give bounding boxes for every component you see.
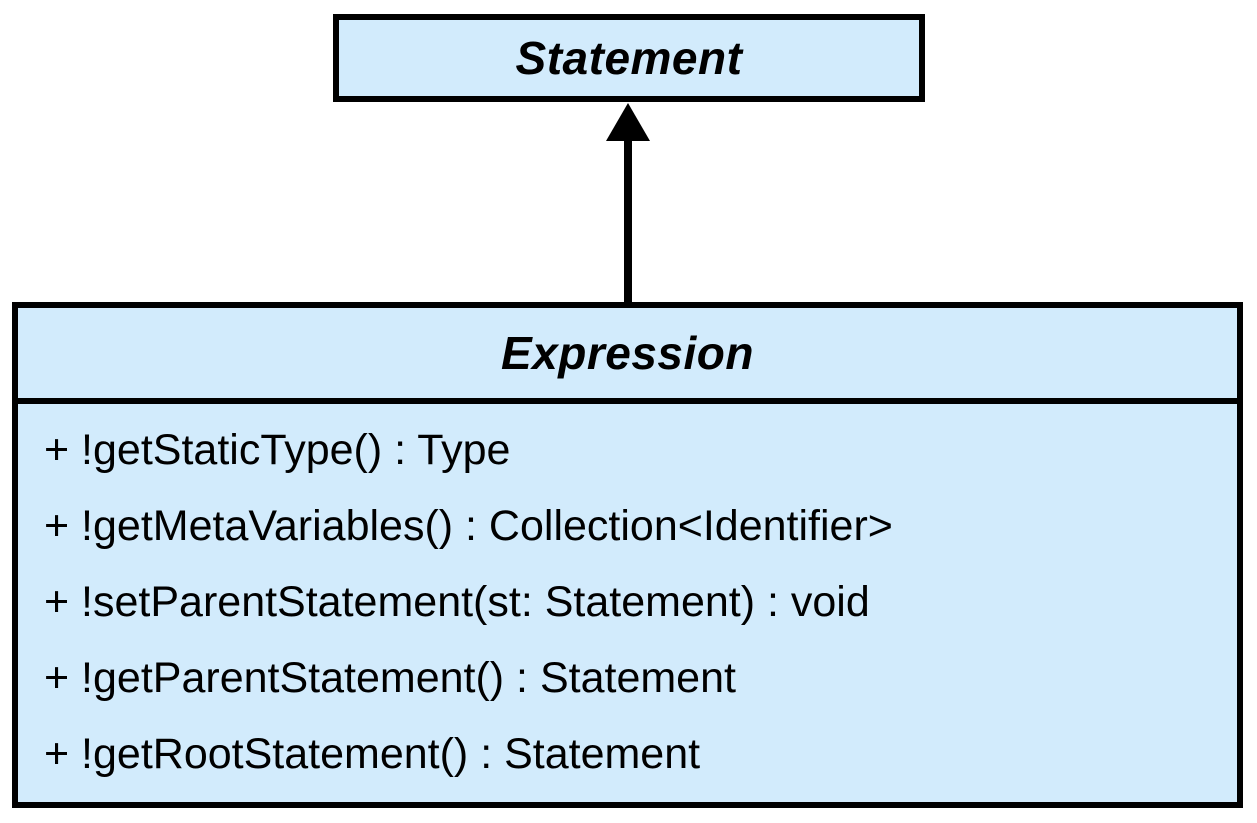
method-get-parent-statement: + !getParentStatement() : Statement	[44, 654, 736, 702]
class-box-statement[interactable]: Statement	[333, 14, 925, 102]
method-set-parent-statement: + !setParentStatement(st: Statement) : v…	[44, 578, 870, 626]
class-name-statement: Statement	[515, 32, 743, 84]
class-name-expression: Expression	[501, 327, 754, 379]
class-box-expression[interactable]: Expression + !getStaticType() : Type + !…	[12, 302, 1243, 808]
generalization-arrow-icon	[606, 103, 650, 305]
method-get-static-type: + !getStaticType() : Type	[44, 426, 511, 474]
method-get-root-statement: + !getRootStatement() : Statement	[44, 730, 701, 778]
class-header-expression: Expression	[18, 308, 1237, 404]
method-get-meta-variables: + !getMetaVariables() : Collection<Ident…	[44, 502, 893, 550]
class-expression-methods-compartment: + !getStaticType() : Type + !getMetaVari…	[18, 404, 1237, 792]
